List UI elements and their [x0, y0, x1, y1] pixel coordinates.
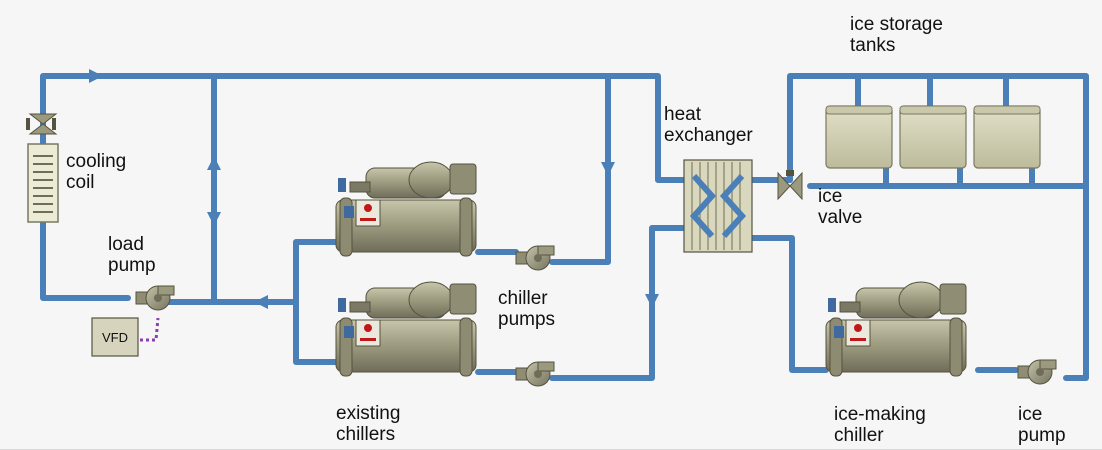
flow-arrows	[89, 69, 659, 309]
pump-icon	[1017, 359, 1057, 385]
return-branch-pipe	[293, 299, 339, 365]
return-header-pipe	[162, 239, 339, 305]
pump-icon	[135, 285, 175, 311]
storage-tank-icon	[899, 105, 967, 169]
hx-return-pipe	[549, 225, 687, 381]
ice-valve-label-line1: ice	[818, 186, 843, 207]
valve-icon	[26, 113, 58, 135]
ice-making-chiller-label-line1: ice-making	[834, 404, 926, 425]
vfd-box	[91, 317, 139, 357]
ice-pump-label-line1: ice	[1018, 404, 1043, 425]
heat-exchanger-icon	[683, 159, 753, 253]
pump-icon	[515, 361, 555, 387]
storage-tank-icon	[825, 105, 893, 169]
heat-exchanger-label: heat exchanger	[664, 104, 753, 146]
signal-line	[140, 317, 160, 342]
tank-inlet-pipes	[855, 73, 1009, 109]
pump-icon	[515, 245, 555, 271]
cooling-coil-label-line1: cooling	[66, 151, 127, 172]
chiller-icon	[335, 281, 477, 377]
storage-tank-icon	[973, 105, 1041, 169]
vfd-label: VFD	[102, 330, 128, 345]
triangle-arrow-icon	[207, 156, 221, 170]
triangle-arrow-icon	[601, 162, 615, 176]
hx-supply-pipe	[605, 73, 687, 183]
chiller-icon	[335, 161, 477, 257]
ice-making-chiller-label: ice-making chiller	[834, 404, 926, 446]
ice-header-pipe	[787, 73, 1089, 381]
existing-chillers-label-line1: existing	[336, 403, 401, 424]
valve-icon	[777, 170, 803, 201]
ice-storage-tanks-label-line2: tanks	[850, 35, 896, 56]
triangle-arrow-icon	[89, 69, 103, 83]
ice-storage-tanks-label-line1: ice storage	[850, 14, 943, 35]
cooling-coil-label: cooling coil	[66, 151, 126, 193]
load-pump-label: load pump	[108, 234, 156, 276]
ice-pump-label: ice pump	[1018, 404, 1066, 446]
chiller-pumps-label-line1: chiller	[498, 288, 548, 309]
triangle-arrow-icon	[254, 295, 268, 309]
triangle-arrow-icon	[207, 212, 221, 226]
existing-chillers-label-line2: chillers	[336, 424, 396, 445]
ice-valve-label: ice valve	[818, 186, 862, 228]
heat-exchanger-label-line1: heat	[664, 104, 701, 125]
ice-return-pipe	[749, 235, 829, 373]
ice-pump-label-line2: pump	[1018, 425, 1066, 446]
chiller-pumps-label: chiller pumps	[498, 288, 555, 330]
chiller-icon	[825, 281, 967, 377]
chiller-pumps-label-line2: pumps	[498, 309, 556, 330]
load-pump-label-line2: pump	[108, 255, 156, 276]
load-pump-label-line1: load	[108, 234, 144, 255]
heat-exchanger-label-line2: exchanger	[664, 125, 753, 146]
ice-storage-tanks-label: ice storage tanks	[850, 14, 943, 56]
cooling-coil	[27, 143, 59, 223]
ice-valve-label-line2: valve	[818, 207, 863, 228]
existing-chillers-label: existing chillers	[336, 403, 400, 445]
triangle-arrow-icon	[645, 294, 659, 308]
ice-making-chiller-label-line2: chiller	[834, 425, 884, 446]
cooling-coil-label-line2: coil	[66, 172, 95, 193]
load-loop-pipe	[40, 215, 131, 301]
